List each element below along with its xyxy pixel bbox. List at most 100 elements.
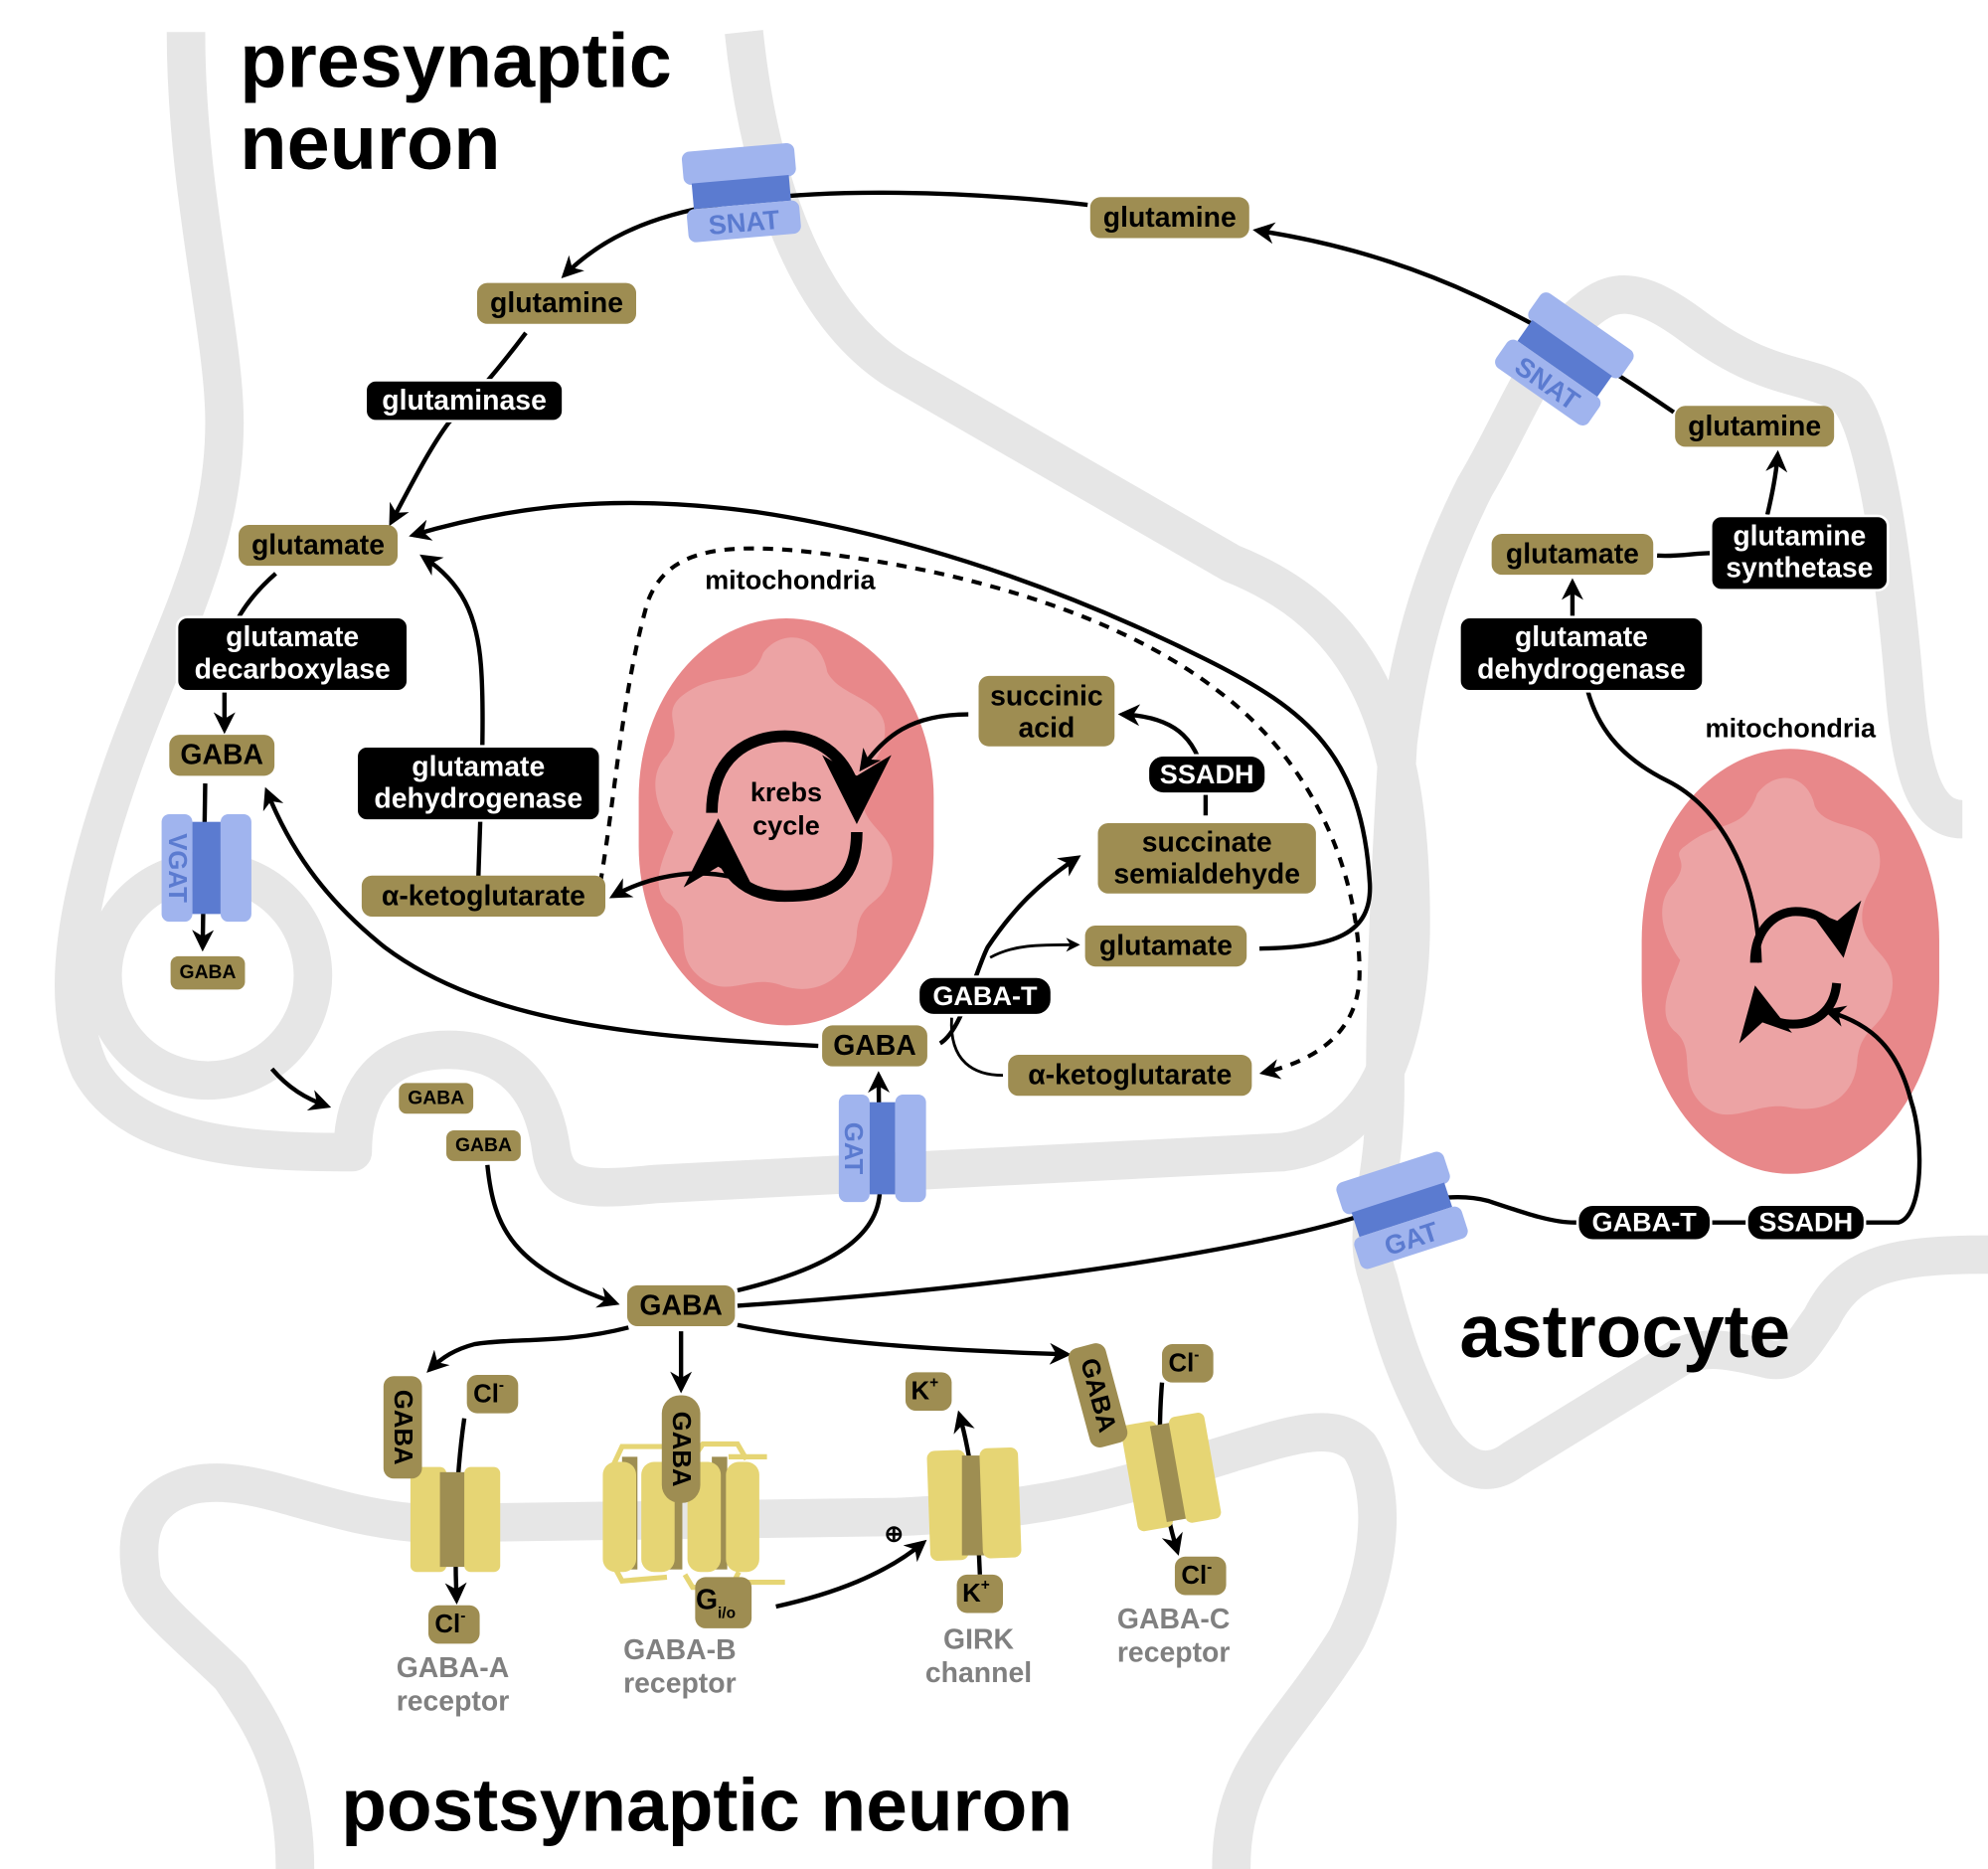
alpha-ketoglutarate-right-label: α-ketoglutarate	[1028, 1060, 1232, 1092]
arrow-gaba-reuptake-neuron	[737, 1071, 891, 1293]
astro-snat-top	[1528, 292, 1634, 379]
glutamate-astrocyte-label: glutamate	[1506, 539, 1639, 571]
arrow-astro-mito-to-gdh	[1585, 690, 1762, 963]
glutamine-synthetase-enzyme: glutamine synthetase	[1710, 514, 1890, 592]
gaba-c-label-1: GABA-C	[1117, 1604, 1230, 1635]
gaba-b-ligand: GABA	[661, 1395, 701, 1503]
g-protein-label: Gi/o	[696, 1585, 736, 1621]
girk-pore	[961, 1455, 985, 1556]
glutaminase-enzyme: glutaminase	[364, 379, 565, 423]
line-akg-to-gaba-t	[949, 1017, 1004, 1078]
arrow-vesicle-release	[269, 1067, 332, 1111]
girk-label-1: GIRK	[943, 1624, 1014, 1656]
gaba-c-label-2: receptor	[1117, 1636, 1231, 1668]
glutamine-astrocyte-label: glutamine	[1688, 411, 1821, 442]
snat-top	[681, 142, 796, 185]
alpha-ketoglutarate-left-label: α-ketoglutarate	[382, 880, 585, 912]
arrow-glutamate-recycle	[409, 500, 1373, 951]
gaba-cytosol-box: GABA	[169, 735, 275, 776]
krebs-cycle-arrow-bottom	[683, 818, 863, 903]
gaba-c-cl-outside-label: Cl-	[1168, 1346, 1199, 1377]
gaba-vesicle-box: GABA	[170, 955, 246, 990]
gdh-pre-label-1: glutamate	[412, 751, 545, 782]
astro-snat-bottom	[1495, 339, 1601, 425]
glutamate-presynaptic-box: glutamate	[239, 524, 398, 567]
gdh-astro-label-2: dehydrogenase	[1477, 653, 1686, 685]
glutaminase-label: glutaminase	[382, 385, 547, 417]
arrow-succinic-to-krebs	[859, 712, 969, 772]
gaba-vesicle-label: GABA	[180, 962, 237, 983]
gdh-pre-label-2: dehydrogenase	[374, 783, 582, 815]
vgat-right	[220, 813, 251, 923]
gaba-a-cl-outside-label: Cl-	[473, 1377, 504, 1408]
succinic-acid-box: succinic acid	[978, 675, 1115, 747]
gaba-b-label-1: GABA-B	[623, 1634, 736, 1666]
girk-subunit-right	[979, 1446, 1022, 1559]
gaba-cytosol-label: GABA	[180, 740, 263, 771]
gaba-c-subunit-right	[1169, 1412, 1222, 1523]
snat-label: SNAT	[707, 205, 781, 241]
ssadh-astrocyte-enzyme: SSADH	[1745, 1203, 1867, 1243]
gaba-cleft-1-box: GABA	[399, 1083, 474, 1114]
gaba-a-ligand: GABA	[383, 1376, 422, 1479]
postsynaptic-title: postsynaptic neuron	[341, 1763, 1073, 1846]
krebs-cycle-label-2: cycle	[752, 811, 820, 841]
arrow-gaba-to-gaba-a	[426, 1325, 629, 1373]
krebs-cycle-arrow-top	[706, 730, 892, 825]
arrow-akg-to-glutamate	[419, 554, 485, 878]
gs-label-2: synthetase	[1726, 553, 1873, 585]
ssadh-presynaptic-enzyme: SSADH	[1146, 754, 1267, 795]
gaba-cleft-2-box: GABA	[446, 1130, 521, 1161]
vgat-left	[161, 813, 193, 923]
arrow-gaba-center-to-gaba	[262, 786, 819, 1049]
krebs-cycle-label-1: krebs	[750, 777, 822, 807]
succinate-semialdehyde-box: succinate semialdehyde	[1097, 822, 1316, 894]
gaba-synaptic-main-label: GABA	[639, 1289, 723, 1321]
arrow-gaba-to-gaba-c	[737, 1322, 1072, 1365]
ssadh-pre-label: SSADH	[1160, 760, 1254, 789]
snat-transporter-astrocyte: SNAT	[1495, 292, 1634, 425]
gaba-b-label-2: receptor	[623, 1667, 737, 1699]
snat-transporter-presynaptic: SNAT	[681, 142, 801, 243]
astro-cycle-arrow-bottom	[1739, 982, 1842, 1044]
glutamine-cleft-label: glutamine	[1103, 202, 1237, 234]
arrow-gaba-reuptake-astrocyte	[737, 1005, 1922, 1308]
ssadh-astro-label: SSADH	[1758, 1208, 1853, 1238]
mitochondrion-cristae	[655, 637, 893, 989]
snat-bottom	[687, 200, 801, 243]
gaba-a-label-1: GABA-A	[397, 1652, 509, 1684]
presynaptic-title-line2: neuron	[240, 100, 500, 186]
glutamate-astrocyte-box: glutamate	[1491, 533, 1654, 576]
glutamate-right-box: glutamate	[1084, 925, 1247, 967]
arrow-astro-glutamine-export	[1252, 222, 1676, 415]
gaba-a-label-2: receptor	[397, 1685, 510, 1717]
gaba-cleft-1-label: GABA	[408, 1088, 464, 1108]
gaba-b-helix-1	[602, 1461, 636, 1573]
gaba-c-cl-inside-label: Cl-	[1181, 1559, 1212, 1590]
gaba-cleft-2-label: GABA	[455, 1135, 512, 1156]
succinate-semialdehyde-label-2: semialdehyde	[1113, 858, 1300, 890]
presynaptic-title-line1: presynaptic	[240, 19, 672, 104]
g-protein-gio: Gi/o	[695, 1577, 752, 1628]
glutamine-presynaptic-box: glutamine	[477, 282, 636, 324]
gaba-c-pore	[1149, 1422, 1190, 1523]
gaba-a-cl-inside-label: Cl-	[434, 1608, 465, 1638]
succinic-acid-label-2: acid	[1019, 713, 1076, 745]
arrow-cleft-gaba-to-main	[485, 1164, 620, 1308]
arrow-gaba-t-to-glutamate	[989, 937, 1080, 959]
succinate-semialdehyde-label-1: succinate	[1142, 826, 1272, 858]
gaba-synaptic-main-box: GABA	[626, 1284, 736, 1327]
gaba-a-receptor: GABA Cl- Cl- GABA-A receptor	[383, 1374, 519, 1717]
alpha-ketoglutarate-right-box: α-ketoglutarate	[1008, 1055, 1252, 1097]
gaba-b-receptor: GABA Gi/o GABA-B receptor	[602, 1395, 785, 1699]
vgat-core	[192, 821, 221, 915]
gat-core	[869, 1102, 896, 1195]
gat-label: GAT	[839, 1122, 867, 1175]
gad-label-2: decarboxylase	[195, 653, 391, 685]
arrow-akg-shuttle-dashed	[597, 546, 1362, 1080]
gaba-c-ligand: GABA	[1068, 1343, 1128, 1447]
plus-icon: ⊕	[885, 1520, 904, 1546]
glutamine-astrocyte-box: glutamine	[1675, 406, 1835, 447]
gaba-a-cl-outside: Cl-	[466, 1374, 519, 1414]
